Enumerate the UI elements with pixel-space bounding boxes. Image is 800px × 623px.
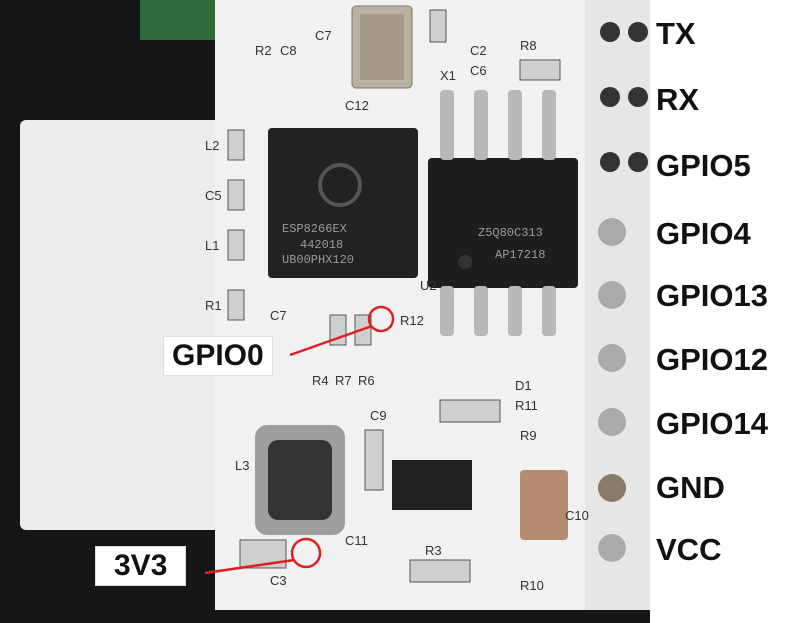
silkscreen-label: R4 <box>312 373 329 388</box>
silkscreen-label: L1 <box>205 238 219 253</box>
silkscreen-label: R9 <box>520 428 537 443</box>
pin-label-rx: RX <box>656 82 700 117</box>
silkscreen-label: R3 <box>425 543 442 558</box>
pin-label-vcc: VCC <box>656 532 722 567</box>
gpio0-leader-line <box>289 324 373 357</box>
pin-label-gnd: GND <box>656 470 725 505</box>
silkscreen-label: C7 <box>315 28 332 43</box>
silkscreen-label: L2 <box>205 138 219 153</box>
silkscreen-label: R12 <box>400 313 424 328</box>
pin-label-gpio4: GPIO4 <box>656 216 751 251</box>
silkscreen-label: R1 <box>205 298 222 313</box>
antenna-area <box>20 120 235 530</box>
silkscreen-label: C7 <box>270 308 287 323</box>
silkscreen-label: C11 <box>345 533 368 548</box>
pin-label-gpio12: GPIO12 <box>656 342 768 377</box>
flash-marking-1: Z5Q80C313 <box>478 226 543 240</box>
tantalum-capacitor <box>520 470 568 540</box>
silkscreen-label: R7 <box>335 373 352 388</box>
silkscreen-label: C6 <box>470 63 487 78</box>
silkscreen-label: C8 <box>280 43 297 58</box>
silkscreen-label: U2 <box>420 278 437 293</box>
regulator <box>392 460 472 510</box>
mcu-marking-2: 442018 <box>300 238 343 252</box>
mcu-marking-1: ESP8266EX <box>282 222 347 236</box>
silkscreen-label: C10 <box>565 508 589 523</box>
silkscreen-label: R10 <box>520 578 544 593</box>
flash-chip <box>428 158 578 288</box>
pin-label-gpio14: GPIO14 <box>656 406 768 441</box>
silkscreen-label: C9 <box>370 408 387 423</box>
silkscreen-label: C5 <box>205 188 222 203</box>
silkscreen-label: R2 <box>255 43 272 58</box>
3v3-leader-line <box>204 558 295 575</box>
silkscreen-label: R6 <box>358 373 375 388</box>
gpio0-marker-circle <box>367 305 395 333</box>
pin-label-gpio5: GPIO5 <box>656 148 751 183</box>
silkscreen-label: C2 <box>470 43 487 58</box>
silkscreen-label: L3 <box>235 458 249 473</box>
silkscreen-label: R11 <box>515 398 538 413</box>
silkscreen-label: C12 <box>345 98 369 113</box>
silkscreen-label: D1 <box>515 378 532 393</box>
silkscreen-label: R8 <box>520 38 537 53</box>
3v3-marker-circle <box>290 537 322 569</box>
pin-label-gpio13: GPIO13 <box>656 278 768 313</box>
pin-label-panel: TX RX GPIO5 GPIO4 GPIO13 GPIO12 GPIO14 G… <box>650 0 800 623</box>
gpio0-callout-label: GPIO0 <box>163 336 273 376</box>
pin-label-tx: TX <box>656 16 696 51</box>
flash-marking-2: AP17218 <box>495 248 545 262</box>
silkscreen-label: C3 <box>270 573 287 588</box>
3v3-callout-label: 3V3 <box>95 546 187 586</box>
silkscreen-label: X1 <box>440 68 456 83</box>
mcu-marking-3: UB00PHX120 <box>282 253 354 267</box>
